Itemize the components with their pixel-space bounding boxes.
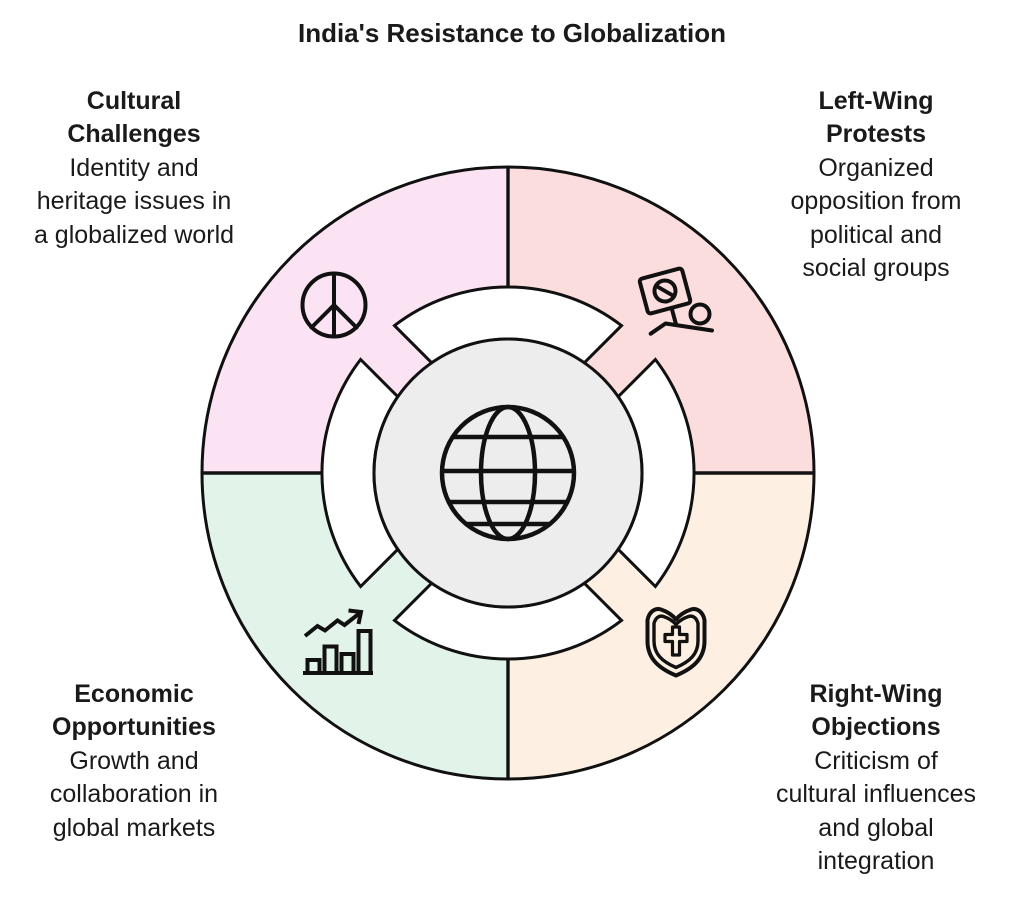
quadrant-desc-line: a globalized world xyxy=(33,220,235,249)
growth-chart-icon xyxy=(303,608,373,675)
quadrant-desc-line: integration xyxy=(817,847,935,876)
quadrant-desc-line: Growth and xyxy=(69,746,199,775)
label-left-wing-protests: Left-Wing Protests Organized opposition … xyxy=(736,85,1016,285)
label-economic-opportunities: Economic Opportunities Growth and collab… xyxy=(4,678,264,845)
quadrant-desc-line: political and xyxy=(809,220,943,249)
shield-cross-icon xyxy=(645,607,707,678)
quadrant-desc-line: global markets xyxy=(52,813,216,842)
diagram-title: India's Resistance to Globalization xyxy=(297,18,727,48)
outer-circle-outline xyxy=(200,165,816,781)
quadrant-desc-line: Criticism of xyxy=(814,746,938,775)
globe-icon xyxy=(439,404,577,542)
quadrant-title-line: Right-Wing xyxy=(809,680,943,708)
quadrant-desc-line: Organized xyxy=(818,153,934,182)
quadrant-desc-line: opposition from xyxy=(790,187,962,216)
quadrant-title-line: Opportunities xyxy=(52,713,216,742)
quadrant-title-line: Challenges xyxy=(67,120,201,149)
quadrant-desc-line: social groups xyxy=(802,254,950,283)
quadrant-desc-line: cultural influences xyxy=(775,780,977,809)
label-right-wing-objections: Right-Wing Objections Criticism of cultu… xyxy=(736,678,1016,878)
quadrant-desc-line: heritage issues in xyxy=(36,187,232,216)
label-cultural-challenges: Cultural Challenges Identity and heritag… xyxy=(4,85,264,252)
quadrant-title-line: Left-Wing xyxy=(818,87,934,115)
quadrant-desc-line: collaboration in xyxy=(49,780,219,809)
protest-sign-icon xyxy=(637,266,714,336)
quadrant-title-line: Objections xyxy=(811,713,941,742)
peace-icon xyxy=(300,271,368,339)
quadrant-title-line: Cultural xyxy=(86,87,182,115)
inner-arc-blades xyxy=(320,285,696,661)
quadrant-title-line: Economic xyxy=(74,680,194,708)
quadrant-desc-line: and global xyxy=(818,813,934,842)
quadrant-desc-line: Identity and xyxy=(69,153,199,182)
quadrant-title-line: Protests xyxy=(825,120,927,149)
